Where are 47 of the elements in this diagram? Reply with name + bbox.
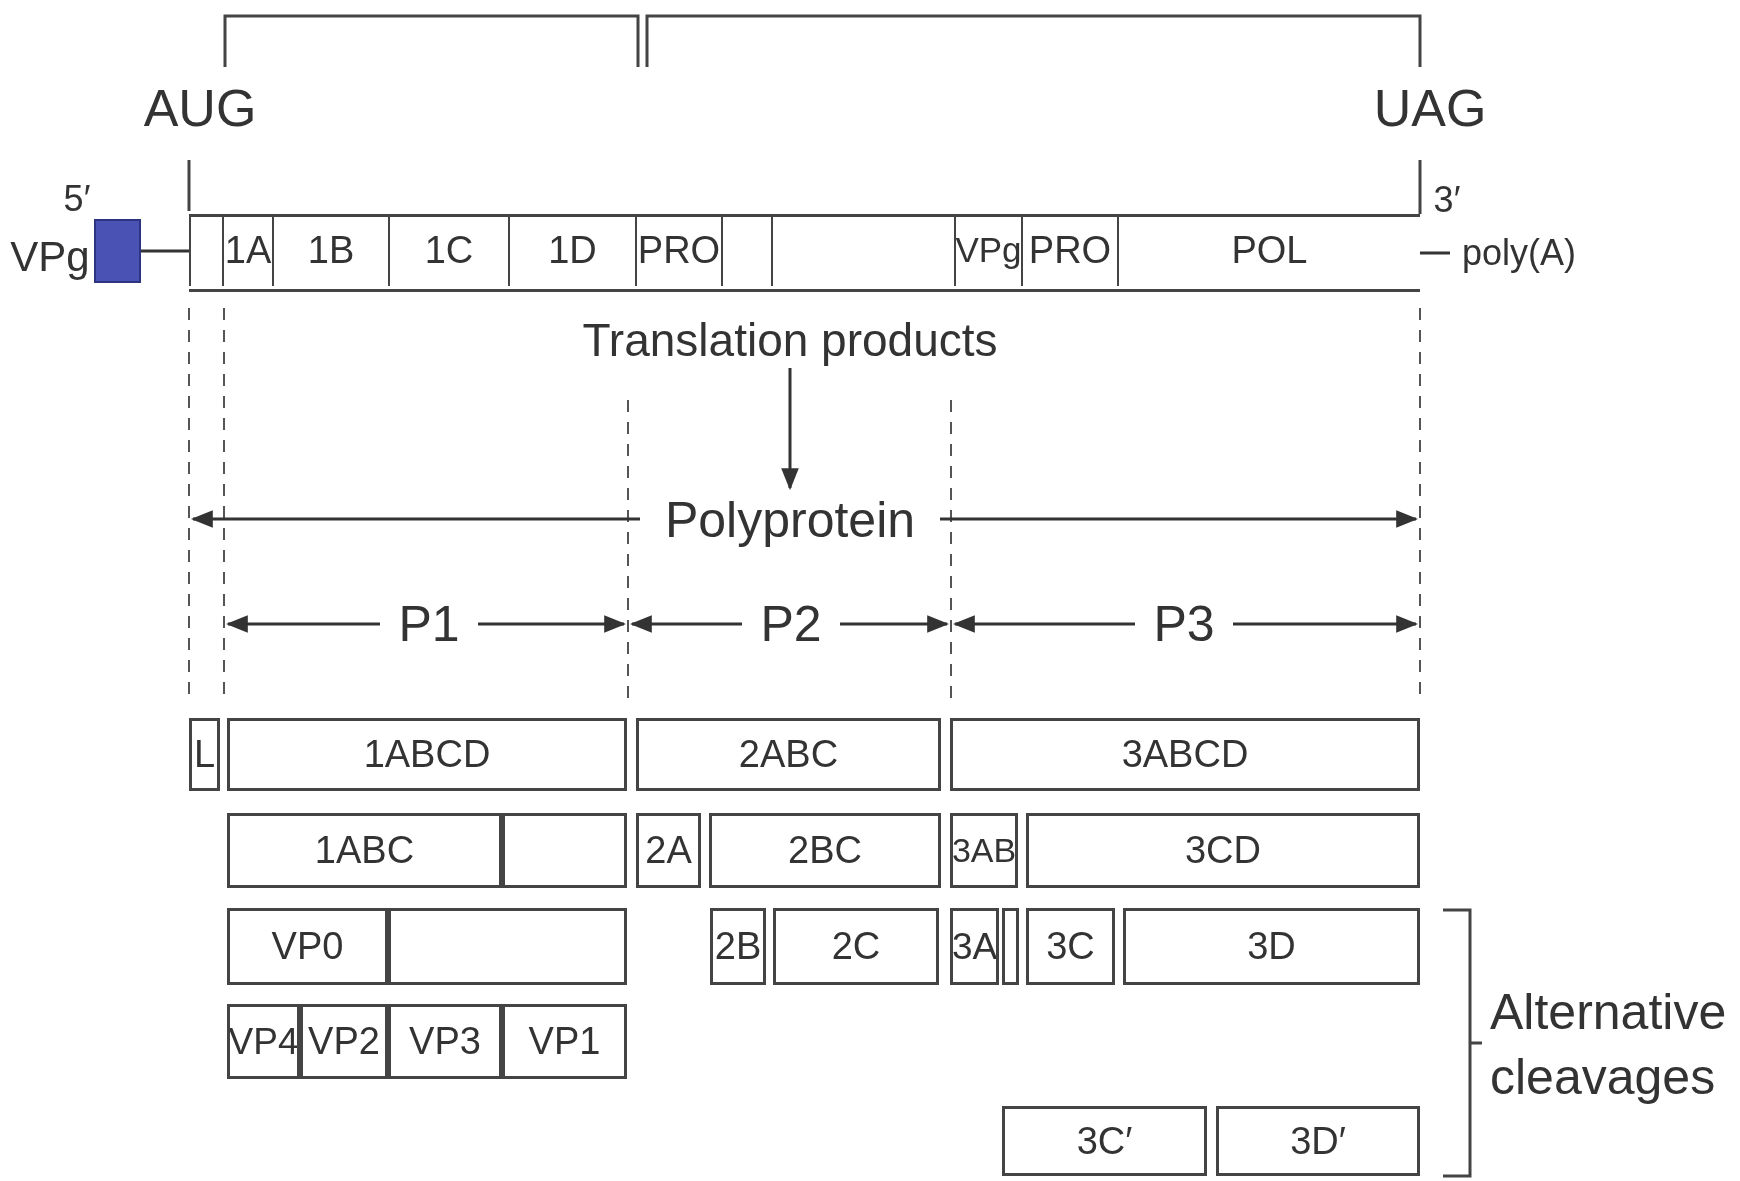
genome-segment: PRO — [1021, 217, 1117, 286]
genome-segment: 1B — [272, 217, 388, 286]
end-label: 3′ — [1432, 178, 1462, 222]
protein-box: 3AB — [950, 813, 1018, 888]
bracket-label: Alternative cleavages — [1490, 983, 1728, 1107]
protein-box — [388, 908, 627, 985]
protein-box: 1ABCD — [227, 718, 627, 791]
region-label: P1 — [397, 595, 461, 654]
connector-line — [1420, 251, 1450, 255]
genome-segment: VPg — [954, 217, 1021, 286]
vpg-protein-square — [94, 219, 141, 283]
connector-line — [141, 249, 189, 253]
protein-box — [502, 813, 627, 888]
node-label: Polyprotein — [660, 488, 920, 552]
protein-box: 2ABC — [636, 718, 941, 791]
protein-box: 3D — [1123, 908, 1420, 985]
protein-box: VP3 — [388, 1004, 502, 1079]
arrow — [781, 368, 799, 491]
node-label: poly(A) — [1450, 226, 1610, 280]
protein-box: VP0 — [227, 908, 388, 985]
protein-box: 2BC — [709, 813, 941, 888]
protein-box: 3C — [1026, 908, 1115, 985]
protein-box — [1002, 908, 1019, 985]
node-label: Translation products — [575, 312, 1005, 368]
protein-box: 3D′ — [1216, 1106, 1420, 1176]
region-label: P2 — [759, 595, 823, 654]
protein-box: 3C′ — [1002, 1106, 1207, 1176]
protein-box: VP1 — [502, 1004, 627, 1079]
protein-box: VP2 — [300, 1004, 388, 1079]
end-label: 5′ — [62, 177, 92, 221]
protein-box: 2C — [773, 908, 939, 985]
codon-label: AUG — [142, 78, 258, 139]
genome-segment: 1D — [508, 217, 635, 286]
protein-box: 3CD — [1026, 813, 1420, 888]
protein-box: L — [189, 718, 220, 791]
protein-box: 1ABC — [227, 813, 502, 888]
protein-box: 3ABCD — [950, 718, 1420, 791]
protein-box: 2A — [636, 813, 701, 888]
genome-segment: PRO — [635, 217, 721, 286]
codon-label: UAG — [1372, 78, 1488, 139]
genome-segment: 1C — [388, 217, 508, 286]
protein-box: 2B — [710, 908, 766, 985]
region-label: P3 — [1152, 595, 1216, 654]
genome-segment: POL — [1117, 217, 1420, 286]
end-label: VPg — [9, 232, 91, 282]
genome-bar — [189, 214, 1420, 292]
genome-segment: 1A — [222, 217, 272, 286]
